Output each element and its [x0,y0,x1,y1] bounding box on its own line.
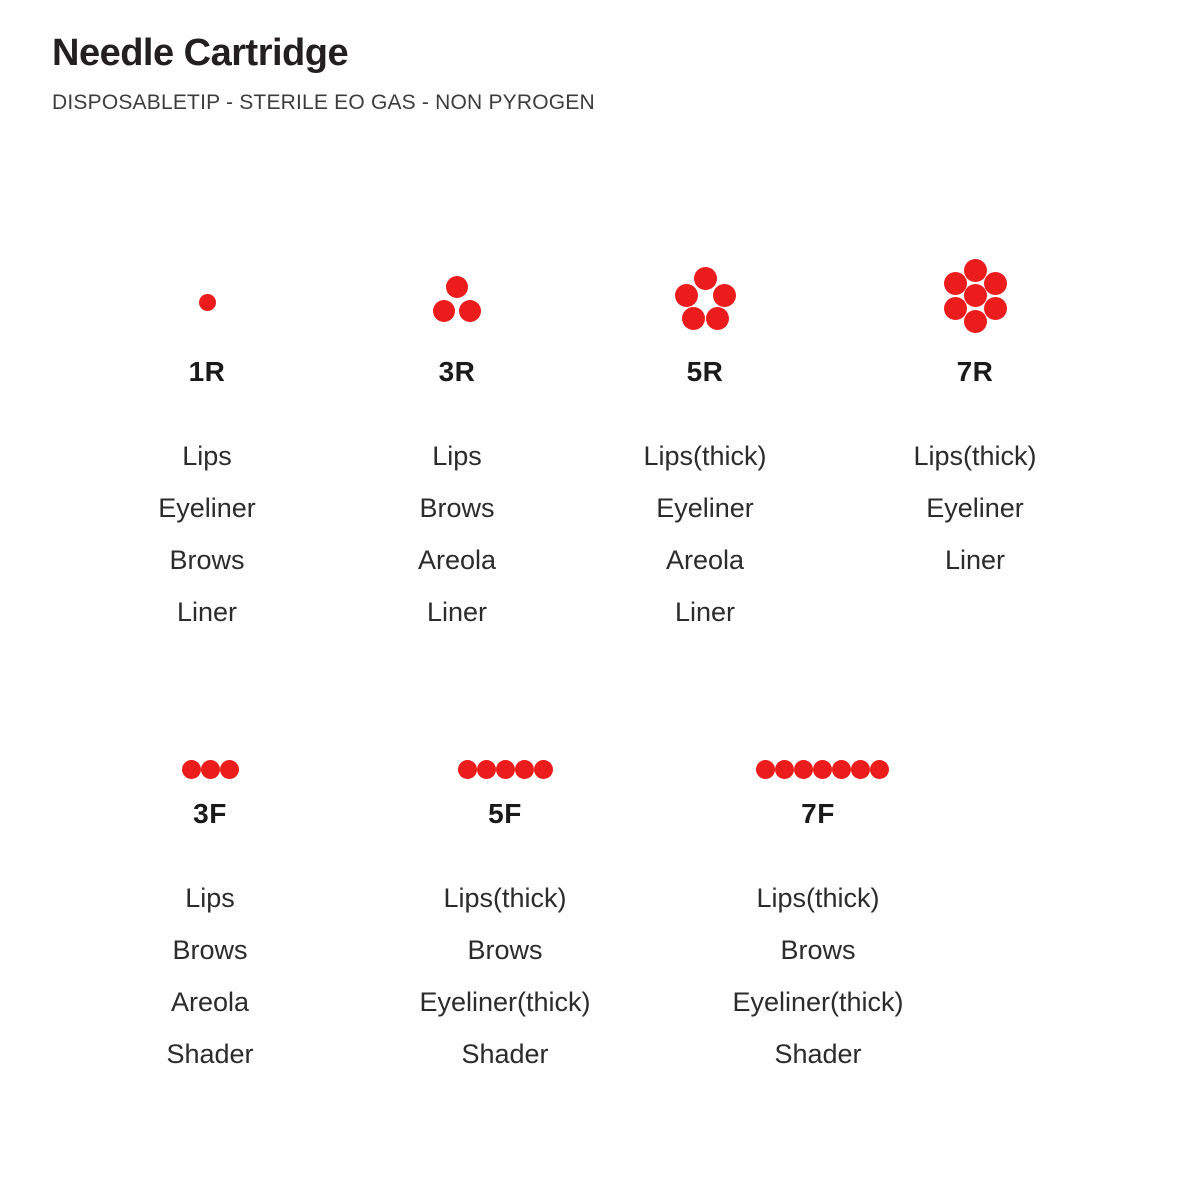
needle-group-5R: 5R Lips(thick) Eyeliner Areola Liner [615,262,795,638]
needle-use-item: Eyeliner [656,493,754,523]
needle-use-item: Lips(thick) [756,883,880,913]
needle-use-item: Liner [674,597,736,627]
needle-use-item: Brows [419,493,495,523]
needle-dot [446,276,468,298]
needle-dot-pattern-flat-7 [733,760,903,782]
needle-dot [694,267,717,290]
needle-use-list: Lips Brows Areola Shader [120,872,300,1080]
needle-dot [182,760,201,779]
needle-use-item: Shader [166,1039,254,1069]
needle-use-item: Areola [417,545,497,575]
needle-use-list: Lips(thick) Eyeliner Areola Liner [615,430,795,638]
needle-dot [984,272,1007,295]
needle-dot [675,284,698,307]
needle-use-list: Lips Eyeliner Brows Liner [117,430,297,638]
page-title: Needle Cartridge [52,32,349,74]
needle-use-item: Liner [944,545,1006,575]
needle-use-item: Areola [170,987,250,1017]
needle-dot [515,760,534,779]
needle-use-item: Liner [426,597,488,627]
needle-use-item: Brows [169,545,245,575]
needle-use-item: Shader [774,1039,862,1069]
needle-dot [984,297,1007,320]
needle-code-label: 5R [686,356,724,387]
needle-group-7R: 7R Lips(thick) Eyeliner Liner [885,256,1065,586]
needle-dot [756,760,775,779]
needle-use-list: Lips(thick) Eyeliner Liner [885,430,1065,586]
needle-dot-pattern-flat-5 [420,760,590,782]
needle-use-list: Lips(thick) Brows Eyeliner(thick) Shader [415,872,595,1080]
needle-use-item: Brows [780,935,856,965]
needle-dot-pattern-round-5 [650,262,760,344]
needle-dot-pattern-round-7 [920,256,1030,344]
needle-dot [713,284,736,307]
needle-dot [964,310,987,333]
needle-dot [944,272,967,295]
needle-dot-pattern-round-1 [152,272,262,344]
needle-use-item: Eyeliner [158,493,256,523]
needle-dot [851,760,870,779]
needle-use-item: Lips(thick) [443,883,567,913]
needle-dot [944,297,967,320]
page-subtitle: DISPOSABLETIP - STERILE EO GAS - NON PYR… [52,91,595,114]
needle-group-1R: 1R Lips Eyeliner Brows Liner [117,272,297,638]
needle-use-item: Lips [432,441,482,471]
needle-dot [199,294,216,311]
needle-use-item: Lips(thick) [913,441,1037,471]
needle-dot [682,307,705,330]
needle-dot [775,760,794,779]
needle-dot [534,760,553,779]
needle-dot-pattern-flat-3 [125,760,295,782]
needle-dot [220,760,239,779]
needle-code-label: 1R [188,356,226,387]
needle-code-label: 7F [801,798,835,829]
needle-group-3F: 3F Lips Brows Areola Shader [120,760,300,1080]
needle-dot [459,300,481,322]
needle-use-list: Lips Brows Areola Liner [367,430,547,638]
needle-use-list: Lips(thick) Brows Eyeliner(thick) Shader [728,872,908,1080]
needle-dot [496,760,515,779]
needle-code-label: 3F [193,798,227,829]
needle-dot [832,760,851,779]
needle-code-label: 7R [956,356,994,387]
needle-use-item: Eyeliner(thick) [419,987,591,1017]
needle-dot [870,760,889,779]
needle-code-label: 3R [438,356,476,387]
needle-use-item: Eyeliner(thick) [732,987,904,1017]
needle-dot [433,300,455,322]
needle-use-item: Lips(thick) [643,441,767,471]
needle-dot [813,760,832,779]
needle-use-item: Brows [172,935,248,965]
needle-use-item: Shader [461,1039,549,1069]
needle-use-item: Lips [182,441,232,471]
needle-group-3R: 3R Lips Brows Areola Liner [367,272,547,638]
needle-use-item: Areola [665,545,745,575]
needle-use-item: Liner [176,597,238,627]
needle-group-7F: 7F Lips(thick) Brows Eyeliner(thick) Sha… [728,760,908,1080]
needle-dot [477,760,496,779]
needle-dot [964,284,987,307]
needle-dot [706,307,729,330]
needle-dot [201,760,220,779]
needle-dot-pattern-round-3 [402,272,512,344]
needle-code-label: 5F [488,798,522,829]
needle-group-5F: 5F Lips(thick) Brows Eyeliner(thick) Sha… [415,760,595,1080]
needle-dot [458,760,477,779]
needle-use-item: Lips [185,883,235,913]
needle-dot [794,760,813,779]
needle-use-item: Eyeliner [926,493,1024,523]
needle-use-item: Brows [467,935,543,965]
page-header: Needle Cartridge DISPOSABLETIP - STERILE… [52,34,1152,115]
needle-dot [964,259,987,282]
